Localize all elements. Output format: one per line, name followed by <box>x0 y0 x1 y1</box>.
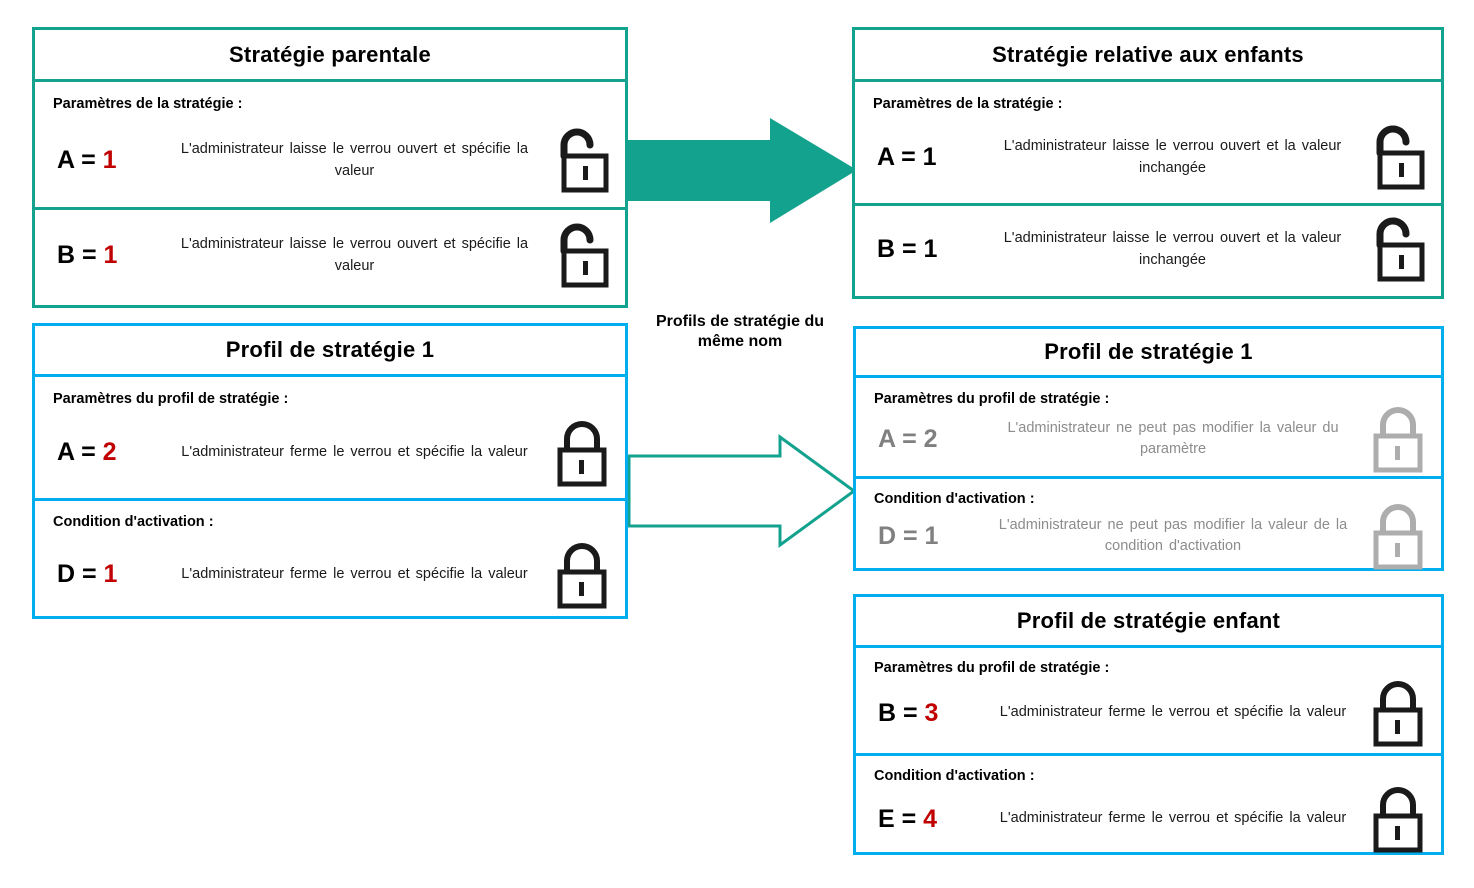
setting-description: L'administrateur ferme le verrou et spéc… <box>999 704 1347 721</box>
unlocked-icon <box>539 223 625 289</box>
section-child-policy-settings: Paramètres de la stratégie : A = 1 L'adm… <box>855 82 1441 203</box>
setting-key: B = <box>878 698 925 727</box>
setting-key: A = 2 <box>878 424 938 453</box>
setting-description: L'administrateur ne peut pas modifier la… <box>1007 419 1339 457</box>
setting-key: B = <box>57 241 104 269</box>
section-label: Paramètres du profil de stratégie : <box>874 660 1110 676</box>
panel-title-child-policy-profile: Profil de stratégie enfant <box>856 597 1441 648</box>
setting-row: D = 1 L'administrateur ferme le verrou e… <box>35 533 625 616</box>
setting-key-value: D = 1 <box>35 560 170 589</box>
panel-child-policy: Stratégie relative aux enfants Paramètre… <box>852 27 1444 299</box>
setting-key: D = <box>57 560 104 588</box>
outline-arrow-profile-to-profile <box>627 434 857 548</box>
setting-row: E = 4 L'administrateur ferme le verrou e… <box>856 784 1441 854</box>
center-caption-line-2: même nom <box>697 333 783 351</box>
setting-row: A = 2 L'administrateur ne peut pas modif… <box>856 404 1441 474</box>
section-child-activation-condition: Condition d'activation : E = 4 L'adminis… <box>856 753 1441 854</box>
locked-gray-icon <box>1355 501 1441 571</box>
solid-arrow-parent-to-child <box>620 118 857 223</box>
setting-value: 4 <box>923 804 938 833</box>
setting-key-value: B = 1 <box>855 235 990 264</box>
section-activation-condition-left: Condition d'activation : D = 1 L'adminis… <box>35 498 625 616</box>
panel-child-policy-profile: Profil de stratégie enfant Paramètres du… <box>853 594 1444 855</box>
unlocked-icon <box>1355 217 1441 283</box>
section-profile-settings-right: Paramètres du profil de stratégie : A = … <box>856 378 1441 476</box>
unlocked-icon <box>1355 125 1441 191</box>
locked-icon <box>539 540 625 610</box>
setting-key: B = 1 <box>877 235 938 263</box>
section-label: Condition d'activation : <box>874 768 1035 784</box>
setting-description: L'administrateur ferme le verrou et spéc… <box>181 443 528 460</box>
panel-title-child-policy: Stratégie relative aux enfants <box>855 30 1441 82</box>
setting-row: A = 2 L'administrateur ferme le verrou e… <box>35 410 625 495</box>
setting-key-value: D = 1 <box>856 522 991 551</box>
locked-gray-icon <box>1355 404 1441 474</box>
setting-value: 3 <box>924 698 939 727</box>
setting-key-value: E = 4 <box>856 805 991 834</box>
setting-row: B = 1 L'administrateur laisse le verrou … <box>855 206 1441 293</box>
panel-policy-profile-1-right: Profil de stratégie 1 Paramètres du prof… <box>853 326 1444 571</box>
section-label: Paramètres de la stratégie : <box>53 96 243 112</box>
setting-key-value: B = 3 <box>856 699 991 728</box>
section-label: Paramètres du profil de stratégie : <box>53 391 289 407</box>
setting-key: A = <box>57 146 103 174</box>
setting-row: D = 1 L'administrateur ne peut pas modif… <box>856 501 1441 571</box>
section-child-policy-setting-b: B = 1 L'administrateur laisse le verrou … <box>855 203 1441 293</box>
setting-key-value: A = 2 <box>35 438 170 467</box>
panel-title-policy-profile-1-right: Profil de stratégie 1 <box>856 329 1441 378</box>
section-child-profile-settings: Paramètres du profil de stratégie : B = … <box>856 648 1441 753</box>
setting-key-value: B = 1 <box>35 241 170 270</box>
setting-value: 1 <box>103 560 118 588</box>
locked-icon <box>539 418 625 488</box>
section-parent-policy-setting-b: B = 1 L'administrateur laisse le verrou … <box>35 207 625 301</box>
panel-title-policy-profile-1-left: Profil de stratégie 1 <box>35 326 625 377</box>
section-label: Paramètres du profil de stratégie : <box>874 391 1110 407</box>
section-label: Paramètres de la stratégie : <box>873 96 1063 112</box>
setting-description: L'administrateur laisse le verrou ouvert… <box>180 236 529 274</box>
section-profile-settings-left: Paramètres du profil de stratégie : A = … <box>35 377 625 498</box>
setting-description: L'administrateur ne peut pas modifier la… <box>998 516 1348 554</box>
setting-value: 1 <box>103 241 118 269</box>
setting-row: B = 1 L'administrateur laisse le verrou … <box>35 210 625 301</box>
section-parent-policy-settings: Paramètres de la stratégie : A = 1 L'adm… <box>35 82 625 207</box>
setting-description: L'administrateur laisse le verrou ouvert… <box>180 141 529 179</box>
unlocked-icon <box>539 128 625 194</box>
center-caption-line-1: Profils de stratégie du <box>655 313 825 330</box>
panel-parent-policy: Stratégie parentale Paramètres de la str… <box>32 27 628 308</box>
section-activation-condition-right: Condition d'activation : D = 1 L'adminis… <box>856 476 1441 571</box>
setting-key-value: A = 2 <box>856 425 991 454</box>
panel-title-parent-policy: Stratégie parentale <box>35 30 625 82</box>
setting-description: L'administrateur ferme le verrou et spéc… <box>999 810 1347 827</box>
setting-row: A = 1 L'administrateur laisse le verrou … <box>35 118 625 203</box>
locked-icon <box>1355 784 1441 854</box>
section-label: Condition d'activation : <box>53 514 214 530</box>
setting-key-value: A = 1 <box>35 146 170 175</box>
setting-value: 2 <box>102 438 117 466</box>
setting-key: A = <box>57 438 103 466</box>
setting-key: E = <box>878 804 924 833</box>
setting-description: L'administrateur ferme le verrou et spéc… <box>181 565 528 582</box>
setting-description: L'administrateur laisse le verrou ouvert… <box>1003 138 1342 176</box>
locked-icon <box>1355 678 1441 748</box>
setting-value: 1 <box>102 146 117 174</box>
setting-key-value: A = 1 <box>855 143 990 172</box>
setting-row: A = 1 L'administrateur laisse le verrou … <box>855 116 1441 199</box>
center-caption: Profils de stratégie du même nom <box>632 312 848 353</box>
section-label: Condition d'activation : <box>874 491 1035 507</box>
setting-key: D = 1 <box>878 521 939 550</box>
panel-policy-profile-1-left: Profil de stratégie 1 Paramètres du prof… <box>32 323 628 619</box>
setting-row: B = 3 L'administrateur ferme le verrou e… <box>856 676 1441 750</box>
setting-key: A = 1 <box>877 143 937 171</box>
setting-description: L'administrateur laisse le verrou ouvert… <box>1003 230 1342 268</box>
